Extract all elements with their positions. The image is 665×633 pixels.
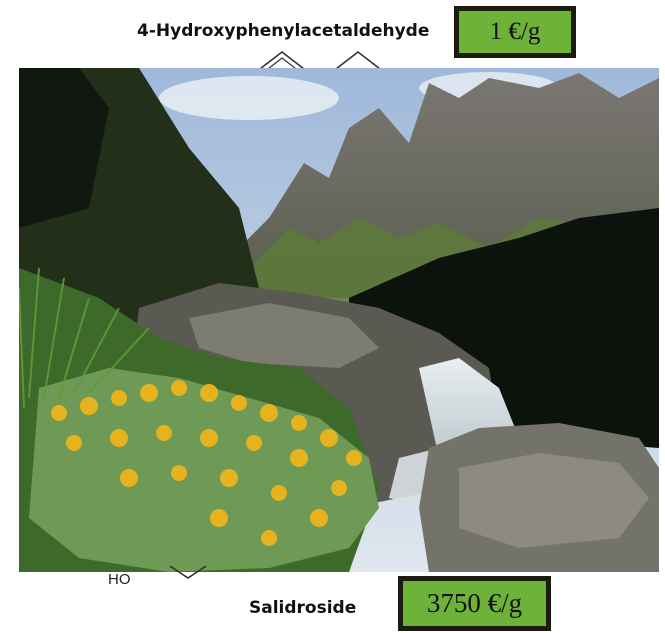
- molecule-structure-top: [255, 50, 385, 72]
- compound-name-bottom: Salidroside: [249, 598, 357, 618]
- landscape-photo: [19, 68, 659, 572]
- molecule-structure-bottom: [169, 566, 207, 579]
- price-badge-bottom: 3750 €/g: [398, 576, 551, 631]
- price-text-top: 1 €/g: [489, 18, 541, 45]
- hydroxyl-label: HO: [108, 571, 131, 588]
- price-badge-top: 1 €/g: [454, 6, 576, 58]
- compound-name-top: 4-Hydroxyphenylacetaldehyde: [137, 21, 430, 41]
- price-text-bottom: 3750 €/g: [426, 588, 523, 618]
